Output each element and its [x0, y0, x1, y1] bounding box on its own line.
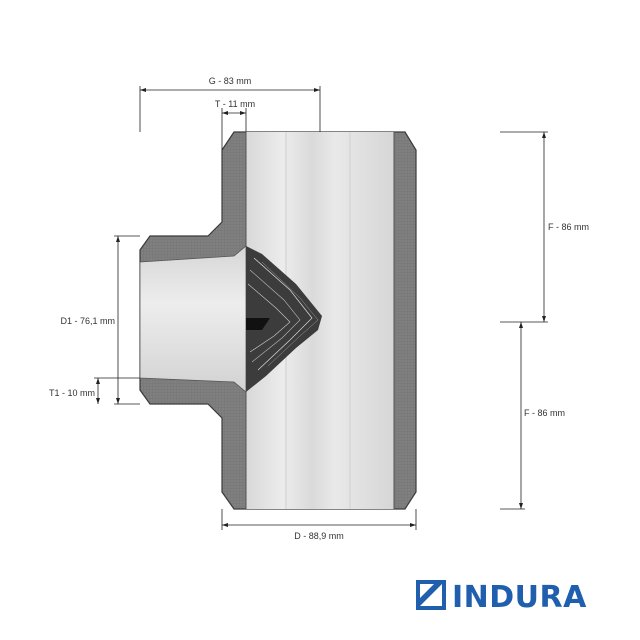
tee-body	[139, 131, 417, 510]
brand-name: INDURA	[452, 580, 587, 615]
branch-bore	[139, 245, 247, 393]
dim-t-label: T - 11 mm	[215, 99, 255, 109]
dim-t1-label: T1 - 10 mm	[49, 388, 95, 398]
dim-g-label: G - 83 mm	[209, 76, 252, 86]
dim-f-lower-label: F - 86 mm	[524, 408, 565, 418]
dimension-lines	[94, 86, 548, 530]
indura-logo: INDURA	[416, 580, 587, 615]
dim-f-upper-label: F - 86 mm	[548, 222, 589, 232]
indura-logo-icon	[416, 580, 446, 610]
dim-d-label: D - 88,9 mm	[294, 531, 344, 541]
dim-d1-label: D1 - 76,1 mm	[60, 316, 115, 326]
branch-intersection	[246, 246, 322, 392]
dimension-arrows	[96, 88, 546, 527]
